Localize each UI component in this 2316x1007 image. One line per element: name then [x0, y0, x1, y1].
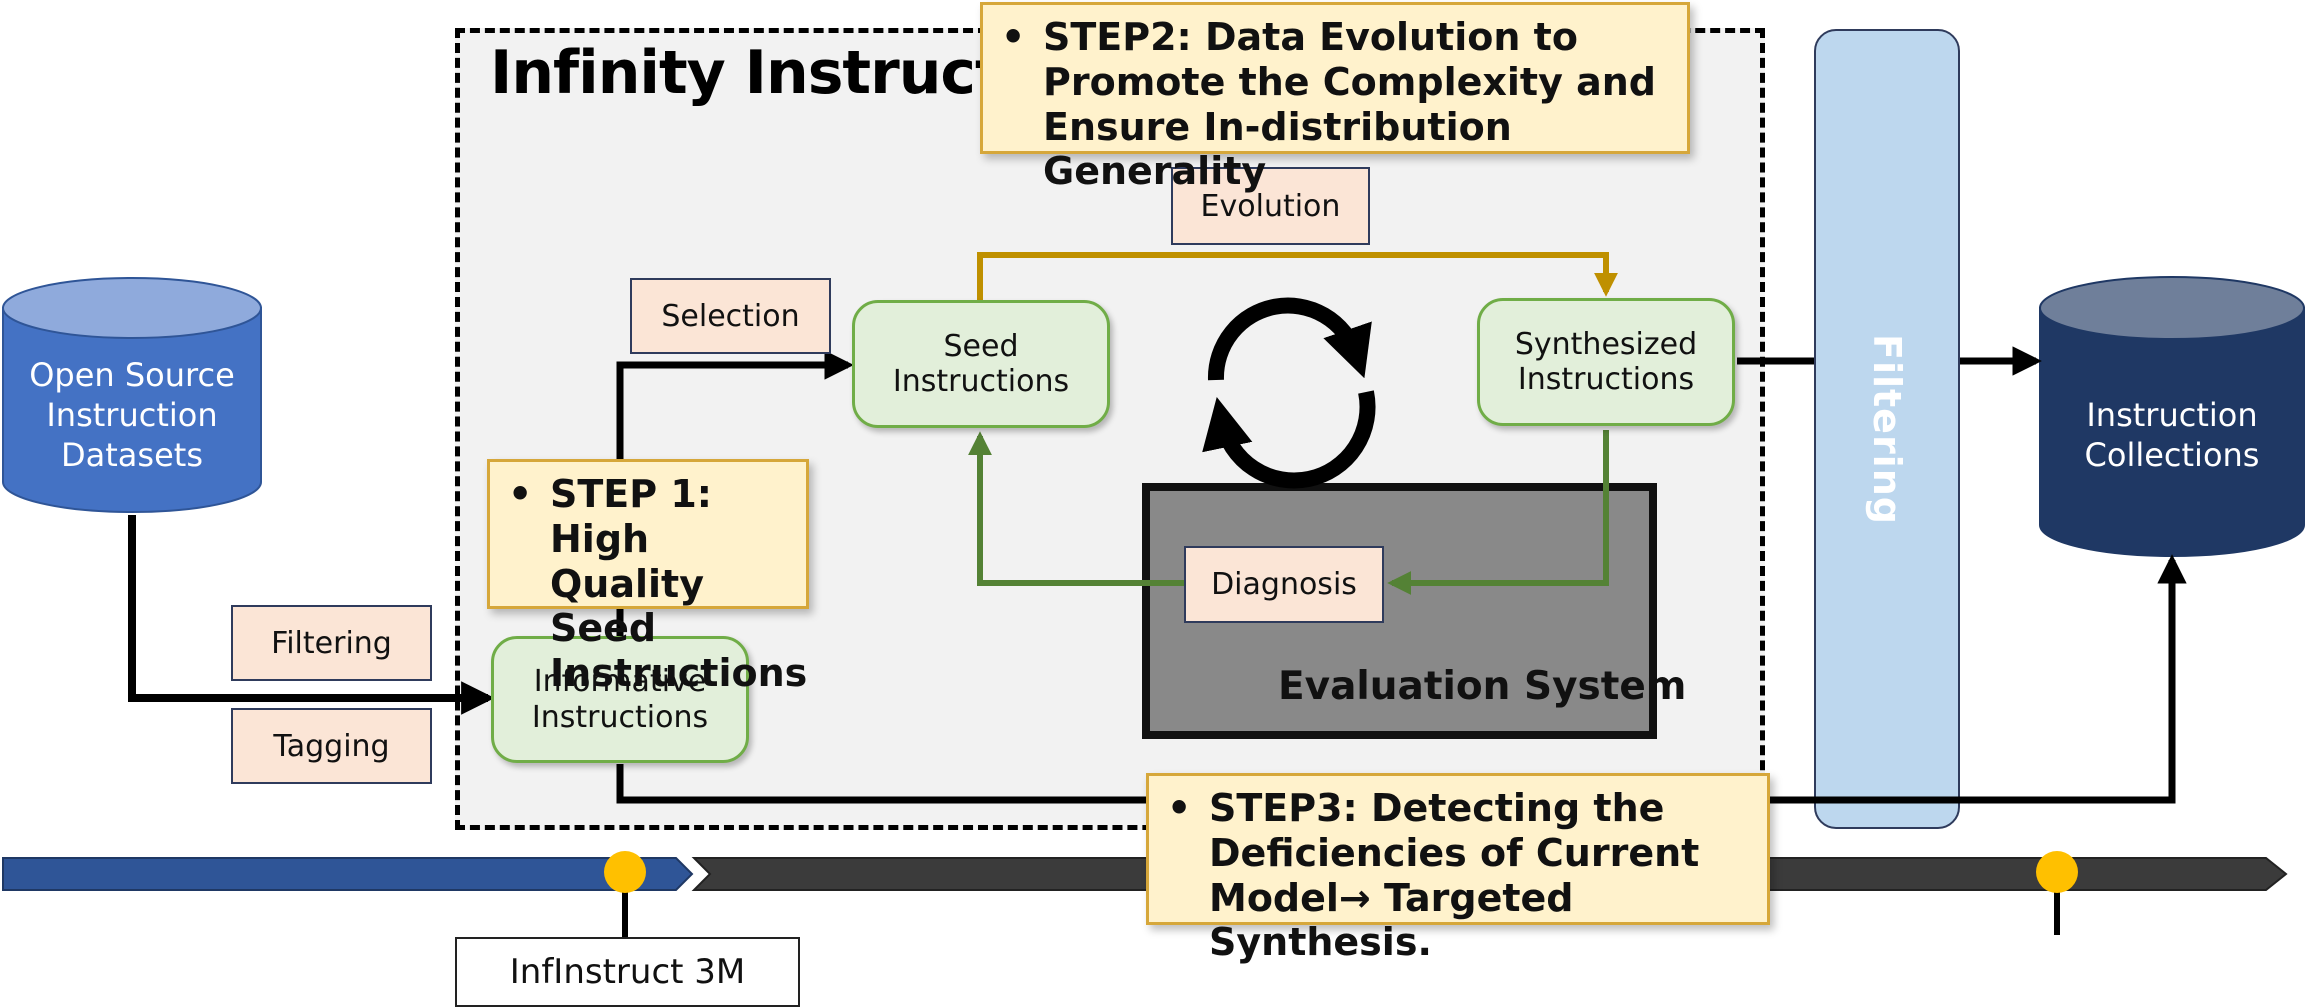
arrow-evolution [977, 252, 1618, 300]
collections-label-box: Instruction Collections [2040, 370, 2304, 500]
synthesized-instructions-node: Synthesized Instructions [1477, 298, 1735, 426]
arrow-diagnosis-to-seed [968, 431, 1184, 586]
step3-callout: • STEP3: Detecting the Deficiencies of C… [1146, 773, 1770, 964]
milestone-label: InfInstruct 3M [455, 937, 800, 1007]
filtering-bar-label: Filtering [1865, 333, 1909, 525]
filtering-bar: Filtering [1814, 29, 1960, 829]
milestone-dot-1 [604, 851, 646, 893]
step1-bullet: • [508, 472, 533, 516]
refresh-cycle-icon [1202, 297, 1376, 489]
step3-bullet: • [1167, 786, 1192, 830]
diagnosis-label: Diagnosis [1184, 546, 1384, 623]
open-source-cylinder [2, 277, 262, 513]
arrow-synthesized-to-diagnosis [1387, 430, 1609, 595]
open-source-label-box: Open Source Instruction Datasets [3, 340, 261, 490]
milestone-dot-2 [2036, 851, 2078, 893]
evaluation-system-label: Evaluation System [1278, 664, 1687, 709]
seed-instructions-node: Seed Instructions [852, 300, 1110, 428]
evolution-label: Evolution [1171, 167, 1370, 245]
step1-text: STEP 1: High Quality Seed Instructions [550, 472, 808, 696]
instruction-collections-cylinder [2039, 276, 2305, 557]
step3-text: STEP3: Detecting the Deficiencies of Cur… [1209, 786, 1700, 965]
step1-callout: • STEP 1: High Quality Seed Instructions [487, 459, 809, 695]
evaluation-system-box [1142, 483, 1657, 739]
tagging-label: Tagging [231, 708, 432, 784]
informative-instructions-node: Informative Instructions [491, 636, 749, 763]
arrow-informative-to-collections [616, 554, 2187, 804]
step2-callout: • STEP2: Data Evolution to Promote the C… [980, 2, 1690, 193]
step2-bullet: • [1001, 15, 1026, 59]
page-title: Infinity Instruct [490, 38, 1004, 108]
selection-label: Selection [630, 278, 831, 354]
open-source-label: Open Source Instruction Datasets [29, 356, 235, 474]
timeline [2, 851, 2288, 937]
arrow-source-to-informative [128, 515, 495, 715]
collections-label: Instruction Collections [2084, 396, 2260, 474]
filtering-label: Filtering [231, 605, 432, 681]
step2-text: STEP2: Data Evolution to Promote the Com… [1043, 15, 1656, 194]
timeline-blue-segment [2, 857, 694, 891]
